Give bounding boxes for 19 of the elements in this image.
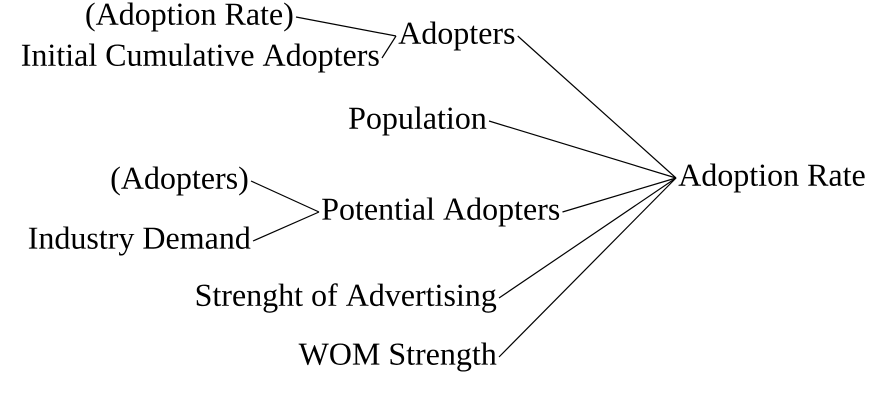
variable-label: Potential Adopters	[322, 198, 560, 226]
link-line	[296, 16, 396, 37]
link-line	[517, 36, 676, 178]
variable-label: Strenght of Advertising	[196, 283, 496, 313]
link-line	[562, 177, 676, 213]
variable-label: Initial Cumulative Adopters	[22, 44, 379, 72]
link-line	[382, 36, 397, 58]
variable-label: Adopters	[398, 22, 514, 50]
variable-label: (Adoption Rate)	[86, 2, 292, 32]
variable-label: Industry Demand	[28, 226, 250, 256]
variable-label: WOM Strength	[298, 342, 496, 372]
variable-label: Population	[349, 106, 486, 136]
link-line	[250, 180, 320, 213]
link-line	[488, 120, 676, 179]
variable-label: (Adopters)	[112, 166, 248, 196]
variable-label: Adoption Rate	[678, 164, 865, 192]
link-line	[498, 178, 676, 298]
link-line	[252, 211, 320, 242]
link-line	[498, 178, 676, 358]
